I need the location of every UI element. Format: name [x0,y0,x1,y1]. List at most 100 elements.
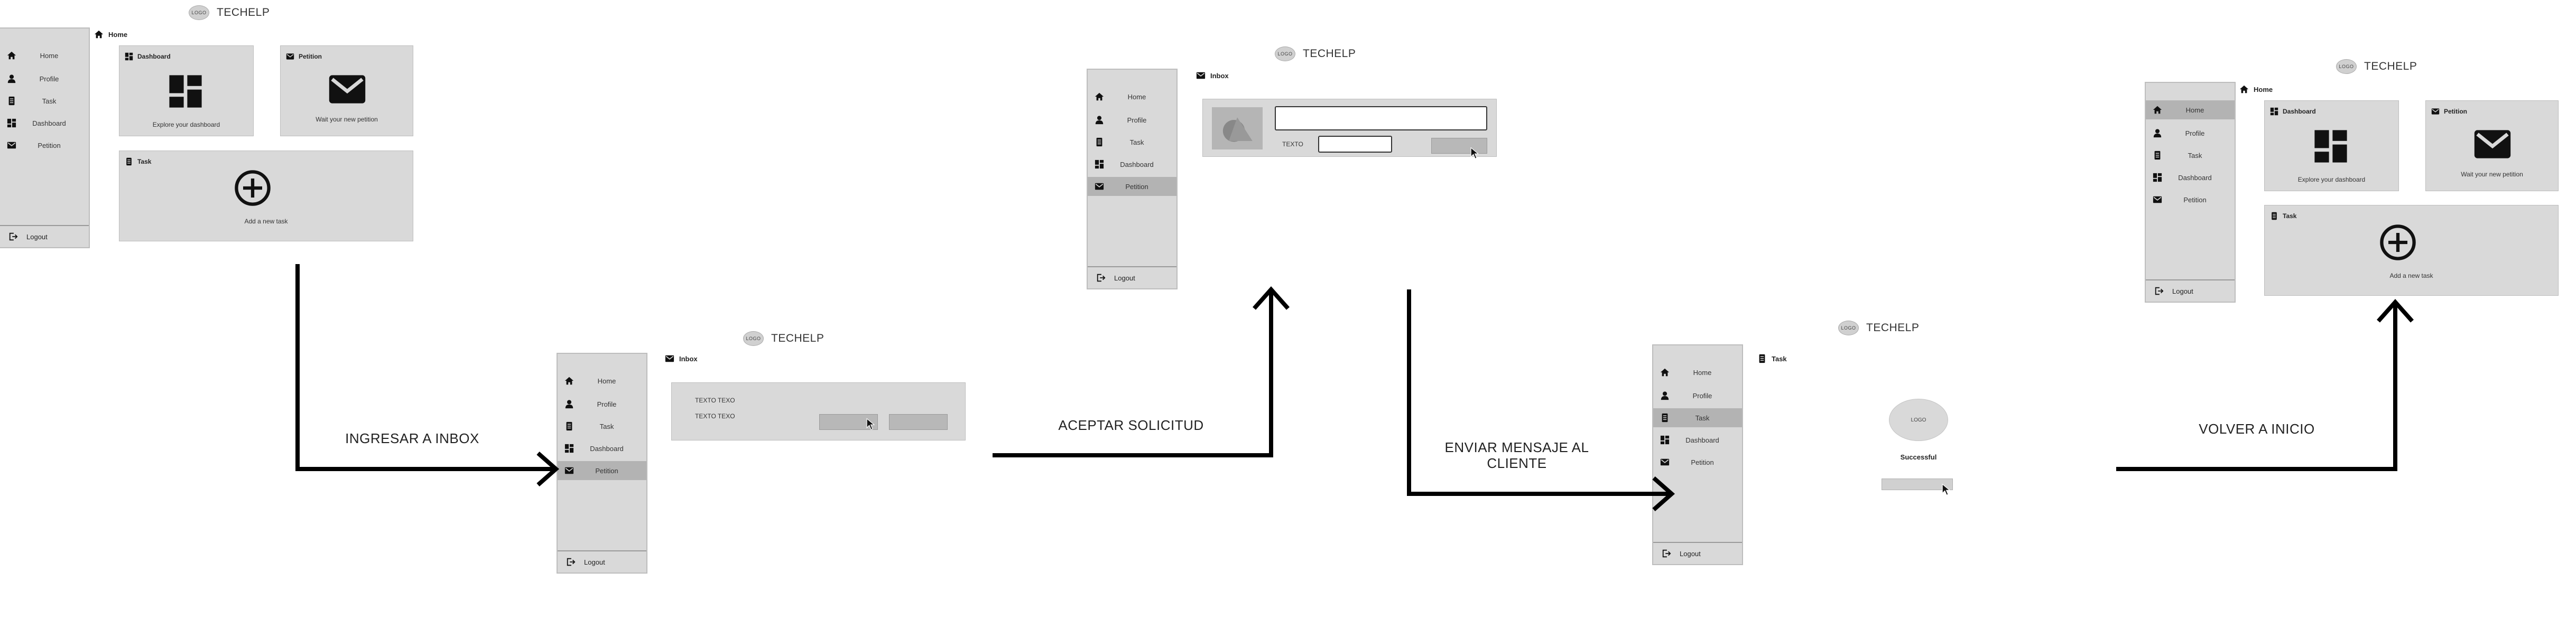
inbox-row-text[interactable]: TEXTO TEXO [695,397,735,404]
sidebar: Home Profile Task Dashboard Petition Log… [2145,82,2236,303]
page-header: Home [94,30,127,39]
card-title: Dashboard [137,53,171,60]
step-label: ENVIAR MENSAJE AL CLIENTE [1427,439,1607,471]
detail-input[interactable] [1318,136,1392,153]
flow-arrow-4 [2116,302,2397,471]
nav-item-profile[interactable]: Profile [0,69,89,88]
page-title: Inbox [679,354,698,363]
nav-label: Home [597,377,616,385]
nav-item-petition[interactable]: Petition [2146,190,2235,209]
card-title: Petition [2444,108,2467,115]
logo: LOGO [743,331,764,346]
petition-card[interactable]: Petition Wait your new petition [280,45,413,136]
logo: LOGO [189,5,209,20]
page-title: Home [2254,85,2273,93]
nav-item-home[interactable]: Home [0,46,89,65]
page-header: Inbox [1196,71,1229,80]
sidebar: Home Profile Task Dashboard Petition Log… [1087,69,1178,289]
nav-label: Petition [1125,182,1148,191]
nav-item-dashboard[interactable]: Dashboard [2146,168,2235,187]
task-card[interactable]: Task Add a new task [119,151,413,241]
dashboard-card[interactable]: Dashboard Explore your dashboard [2264,100,2399,191]
reject-button[interactable] [889,414,948,430]
dashboard-card[interactable]: Dashboard Explore your dashboard [119,45,254,136]
nav-item-dashboard[interactable]: Dashboard [558,439,646,458]
page-title: Task [1772,354,1787,363]
task-card[interactable]: Task Add a new task [2264,205,2559,296]
nav-item-home[interactable]: Home [1088,87,1176,106]
nav-label: Home [40,51,59,60]
nav-label: Task [1129,138,1144,146]
nav-item-petition[interactable]: Petition [558,461,646,480]
page-title: Inbox [1210,71,1229,80]
nav-item-task[interactable]: Task [1653,408,1742,427]
arrowhead [536,452,560,486]
nav-label: Dashboard [1685,436,1719,444]
nav-item-profile[interactable]: Profile [1653,386,1742,405]
nav-item-petition[interactable]: Petition [1653,453,1742,472]
nav-label: Dashboard [2178,173,2212,182]
nav-label: Task [1695,414,1710,422]
message-input[interactable] [1275,106,1487,130]
logout-button[interactable]: Logout [1653,542,1742,564]
nav-label: Home [1127,92,1146,101]
arrowhead [1652,476,1675,511]
success-logo: LOGO [1889,399,1948,441]
card-caption: Add a new task [2389,272,2433,279]
nav-item-task[interactable]: Task [2146,146,2235,165]
card-title: Petition [299,53,322,60]
arrowhead [1253,286,1290,310]
nav-item-petition[interactable]: Petition [0,136,89,155]
nav-label: Profile [597,400,617,408]
nav-item-dashboard[interactable]: Dashboard [1088,155,1176,174]
sidebar: Home Profile Task Dashboard Petition Log… [557,353,647,574]
flow-arrow-3 [1407,289,1672,496]
logout-button[interactable]: Logout [0,225,89,247]
nav-label: Petition [38,141,61,149]
step-label-line: ENVIAR MENSAJE AL [1444,439,1589,455]
accept-button[interactable] [1431,138,1487,154]
nav-item-task[interactable]: Task [1088,133,1176,152]
nav-item-dashboard[interactable]: Dashboard [0,114,89,133]
inbox-row-text[interactable]: TEXTO TEXO [695,412,735,420]
sidebar: Home Profile Task Dashboard Petition Log… [1652,344,1743,565]
nav-label: Home [2185,106,2204,114]
step-label: VOLVER A INICIO [2199,421,2315,437]
card-caption: Wait your new petition [316,116,378,123]
nav-item-dashboard[interactable]: Dashboard [1653,430,1742,449]
logout-button[interactable]: Logout [2146,279,2235,302]
logo: LOGO [2336,59,2357,74]
brand-name: TECHELP [217,6,270,18]
brand-name: TECHELP [2364,60,2417,72]
brand-header: LOGO TECHELP [1838,321,1919,335]
logout-label: Logout [1680,549,1701,558]
nav-label: Dashboard [1120,160,1154,168]
nav-item-home[interactable]: Home [1653,363,1742,382]
nav-item-home[interactable]: Home [558,371,646,390]
nav-item-home[interactable]: Home [2146,100,2235,119]
nav-label: Home [1693,368,1712,377]
nav-label: Dashboard [590,444,624,453]
petition-card[interactable]: Petition Wait your new petition [2425,100,2559,191]
brand-header: LOGO TECHELP [2336,59,2417,74]
arrowhead [2377,298,2414,323]
nav-item-profile[interactable]: Profile [2146,124,2235,143]
nav-label: Profile [2185,129,2205,137]
flow-arrow-1 [295,264,556,471]
nav-item-profile[interactable]: Profile [558,395,646,414]
nav-item-task[interactable]: Task [558,417,646,436]
nav-item-profile[interactable]: Profile [1088,110,1176,129]
logout-button[interactable]: Logout [1088,266,1176,288]
brand-name: TECHELP [1866,322,1920,334]
nav-label: Petition [595,466,618,475]
nav-label: Task [42,97,57,105]
nav-item-petition[interactable]: Petition [1088,177,1176,196]
field-label: TEXTO [1282,140,1303,148]
nav-item-task[interactable]: Task [0,91,89,110]
step-label: ACEPTAR SOLICITUD [1058,417,1204,433]
nav-label: Profile [39,74,59,83]
card-caption: Add a new task [244,218,288,225]
continue-button[interactable] [1882,479,1953,490]
logout-button[interactable]: Logout [558,550,646,573]
